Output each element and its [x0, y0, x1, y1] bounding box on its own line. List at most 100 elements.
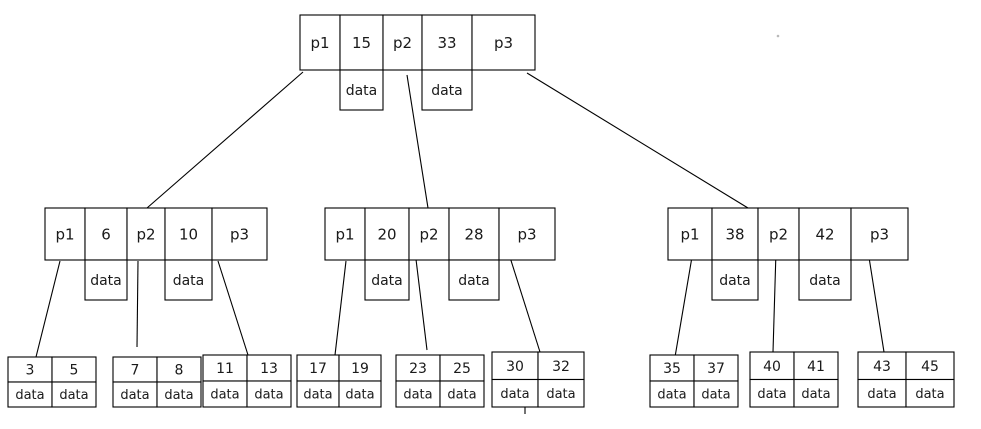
pointer-cell[interactable]	[382, 14, 423, 71]
pointer-cell[interactable]	[498, 207, 556, 261]
pointer-cell[interactable]	[299, 14, 341, 71]
pointer-cell[interactable]	[471, 14, 536, 71]
leaf-data-label: data	[701, 388, 730, 403]
tree-edge	[334, 260, 347, 356]
pointer-label: p3	[870, 226, 889, 244]
tree-edge	[772, 250, 777, 353]
leaf-key-label: 25	[453, 361, 471, 377]
key-label: 20	[377, 226, 396, 244]
leaf-data-cell[interactable]	[338, 380, 382, 408]
leaf-key-cell[interactable]	[749, 351, 795, 381]
leaf-key-cell[interactable]	[537, 351, 585, 381]
leaf-data-cell[interactable]	[537, 378, 585, 408]
edge-layer	[35, 71, 885, 414]
leaf-data-label: data	[15, 388, 44, 403]
data-cell[interactable]	[84, 259, 128, 301]
key-cell[interactable]	[421, 14, 473, 71]
leaf-key-cell[interactable]	[338, 354, 382, 382]
leaf-data-cell[interactable]	[51, 381, 97, 408]
data-cell[interactable]	[798, 259, 852, 301]
leaf-data-label: data	[403, 388, 432, 403]
leaf-data-cell[interactable]	[649, 380, 695, 408]
leaf-data-cell[interactable]	[246, 380, 292, 408]
data-cell[interactable]	[448, 259, 500, 301]
leaf-data-cell[interactable]	[693, 380, 739, 408]
leaf-data-cell[interactable]	[296, 380, 340, 408]
leaf-data-cell[interactable]	[793, 378, 839, 408]
pointer-cell[interactable]	[667, 207, 713, 261]
key-cell[interactable]	[711, 207, 759, 261]
leaf-key-cell[interactable]	[491, 351, 539, 381]
leaf-data-label: data	[757, 387, 786, 402]
stray-speck	[776, 34, 780, 38]
leaf-data-label: data	[303, 388, 332, 403]
pointer-label: p2	[393, 34, 412, 52]
leaf-data-label: data	[657, 388, 686, 403]
tree-edge	[507, 250, 541, 353]
tree-edge	[414, 250, 428, 351]
leaf-data-label: data	[915, 387, 944, 402]
tree-edge	[867, 250, 885, 353]
leaf-data-label: data	[801, 387, 830, 402]
leaf-key-cell[interactable]	[296, 354, 340, 382]
tree-edge	[674, 250, 694, 358]
leaf-key-cell[interactable]	[905, 351, 955, 381]
pointer-cell[interactable]	[850, 207, 909, 261]
data-cell[interactable]	[164, 259, 213, 301]
tree-edge	[526, 72, 749, 209]
pointer-cell[interactable]	[324, 207, 366, 261]
leaf-key-cell[interactable]	[439, 354, 485, 382]
leaf-key-label: 17	[309, 361, 327, 377]
leaf-key-label: 37	[707, 361, 725, 377]
leaf-data-cell[interactable]	[857, 378, 907, 408]
leaf-data-label: data	[120, 388, 149, 403]
leaf-key-label: 13	[260, 361, 278, 377]
key-cell[interactable]	[448, 207, 500, 261]
data-label: data	[371, 273, 403, 289]
pointer-cell[interactable]	[211, 207, 268, 261]
data-cell[interactable]	[421, 69, 473, 111]
leaf-data-label: data	[254, 388, 283, 403]
data-label: data	[458, 273, 490, 289]
data-label: data	[719, 273, 751, 289]
pointer-label: p2	[419, 226, 438, 244]
key-cell[interactable]	[798, 207, 852, 261]
leaf-data-cell[interactable]	[202, 380, 248, 408]
pointer-cell[interactable]	[126, 207, 166, 261]
leaf-key-cell[interactable]	[112, 356, 158, 383]
key-label: 42	[815, 226, 834, 244]
tree-edge	[406, 74, 429, 209]
pointer-cell[interactable]	[408, 207, 450, 261]
leaf-key-label: 7	[131, 363, 140, 379]
pointer-cell[interactable]	[757, 207, 800, 261]
leaf-data-cell[interactable]	[905, 378, 955, 408]
leaf-key-label: 11	[216, 361, 234, 377]
leaf-key-cell[interactable]	[156, 356, 202, 383]
leaf-key-label: 43	[873, 359, 891, 375]
data-label: data	[809, 273, 841, 289]
data-cell[interactable]	[339, 69, 384, 111]
pointer-cell[interactable]	[44, 207, 86, 261]
leaf-key-cell[interactable]	[7, 356, 53, 383]
leaf-key-cell[interactable]	[202, 354, 248, 382]
data-cell[interactable]	[711, 259, 759, 301]
data-cell[interactable]	[364, 259, 410, 301]
leaf-data-cell[interactable]	[439, 380, 485, 408]
leaf-data-cell[interactable]	[156, 381, 202, 408]
leaf-key-cell[interactable]	[246, 354, 292, 382]
leaf-data-cell[interactable]	[395, 380, 441, 408]
pointer-label: p2	[136, 226, 155, 244]
